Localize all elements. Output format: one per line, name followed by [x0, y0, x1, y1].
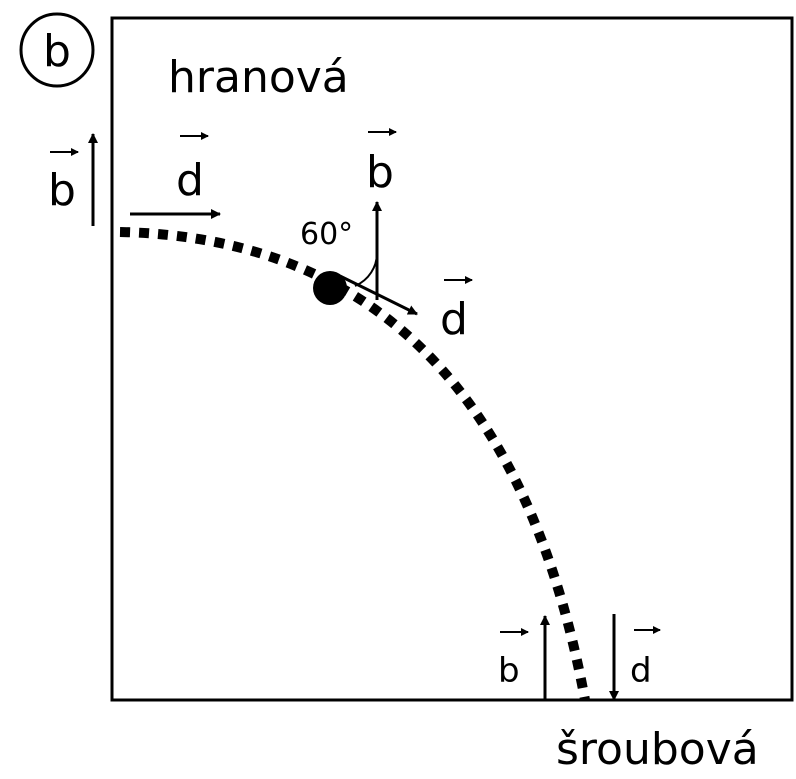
vector-d-label: d	[630, 651, 652, 691]
mixed-dislocation-point	[313, 271, 347, 305]
panel-label-circle	[19, 12, 95, 88]
vector-d-label: d	[440, 294, 468, 345]
vector-b-label: b	[498, 651, 520, 691]
edge-burgers-vector: b	[48, 133, 98, 226]
vector-d-label: d	[176, 155, 204, 206]
vector-b-label: b	[366, 147, 394, 198]
crystal-frame	[110, 16, 794, 702]
angle-arc	[354, 251, 379, 287]
edge-dislocation-label: hranová	[168, 52, 349, 103]
vector-b-label: b	[48, 165, 76, 216]
angle-label: 60°	[300, 217, 353, 252]
screw-vectors: b d	[498, 614, 661, 701]
dislocation-line	[119, 227, 590, 701]
mixed-line-direction-arrow	[339, 274, 418, 316]
panel-label-text: b	[43, 26, 71, 77]
edge-line-direction: d	[130, 132, 221, 219]
screw-dislocation-label: šroubová	[556, 724, 759, 775]
panel-label: b	[19, 12, 95, 88]
